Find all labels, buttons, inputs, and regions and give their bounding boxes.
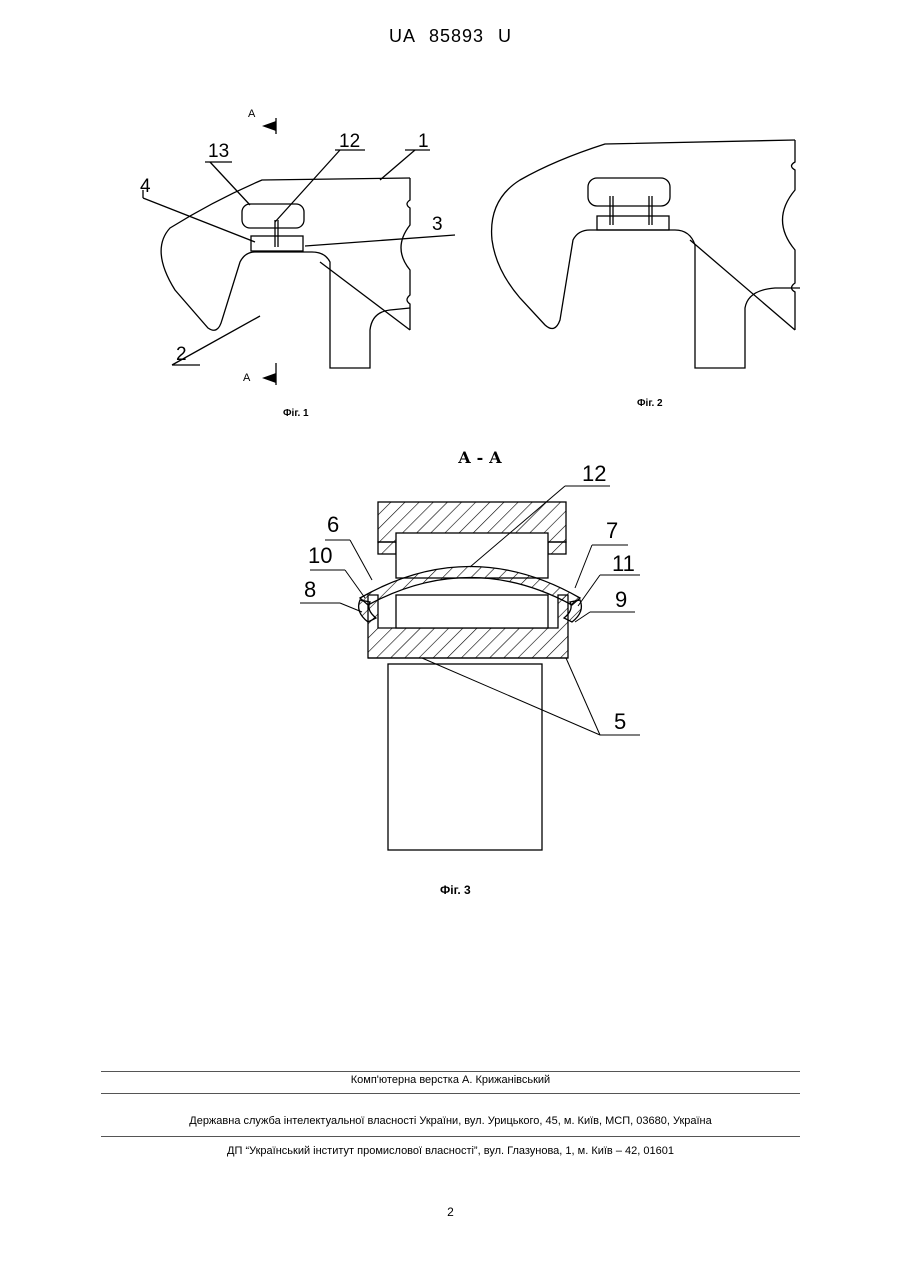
footer-divider-2 [101, 1093, 800, 1094]
footer-divider-3 [101, 1136, 800, 1137]
fig2-caption: Фіг. 2 [637, 398, 663, 409]
fig3-label-9: 9 [615, 587, 627, 613]
fig3-label-8: 8 [304, 577, 316, 603]
figure-3-drawing [0, 440, 901, 880]
fig3-label-6: 6 [327, 512, 339, 538]
footer-divider-1 [101, 1071, 800, 1072]
fig3-label-12: 12 [582, 461, 606, 487]
fig3-label-5: 5 [614, 709, 626, 735]
page-number: 2 [0, 1205, 901, 1219]
fig3-label-11: 11 [612, 551, 635, 577]
fig3-label-10: 10 [308, 543, 332, 569]
footer-institute-address: ДП “Український інститут промислової вла… [0, 1145, 901, 1157]
fig3-label-7: 7 [606, 518, 618, 544]
fig3-caption: Фіг. 3 [440, 883, 471, 897]
footer-agency-address: Державна служба інтелектуальної власност… [0, 1115, 901, 1127]
figure-2-drawing [0, 0, 901, 440]
footer-layout-credit: Комп'ютерна верстка А. Крижанівський [0, 1074, 901, 1086]
